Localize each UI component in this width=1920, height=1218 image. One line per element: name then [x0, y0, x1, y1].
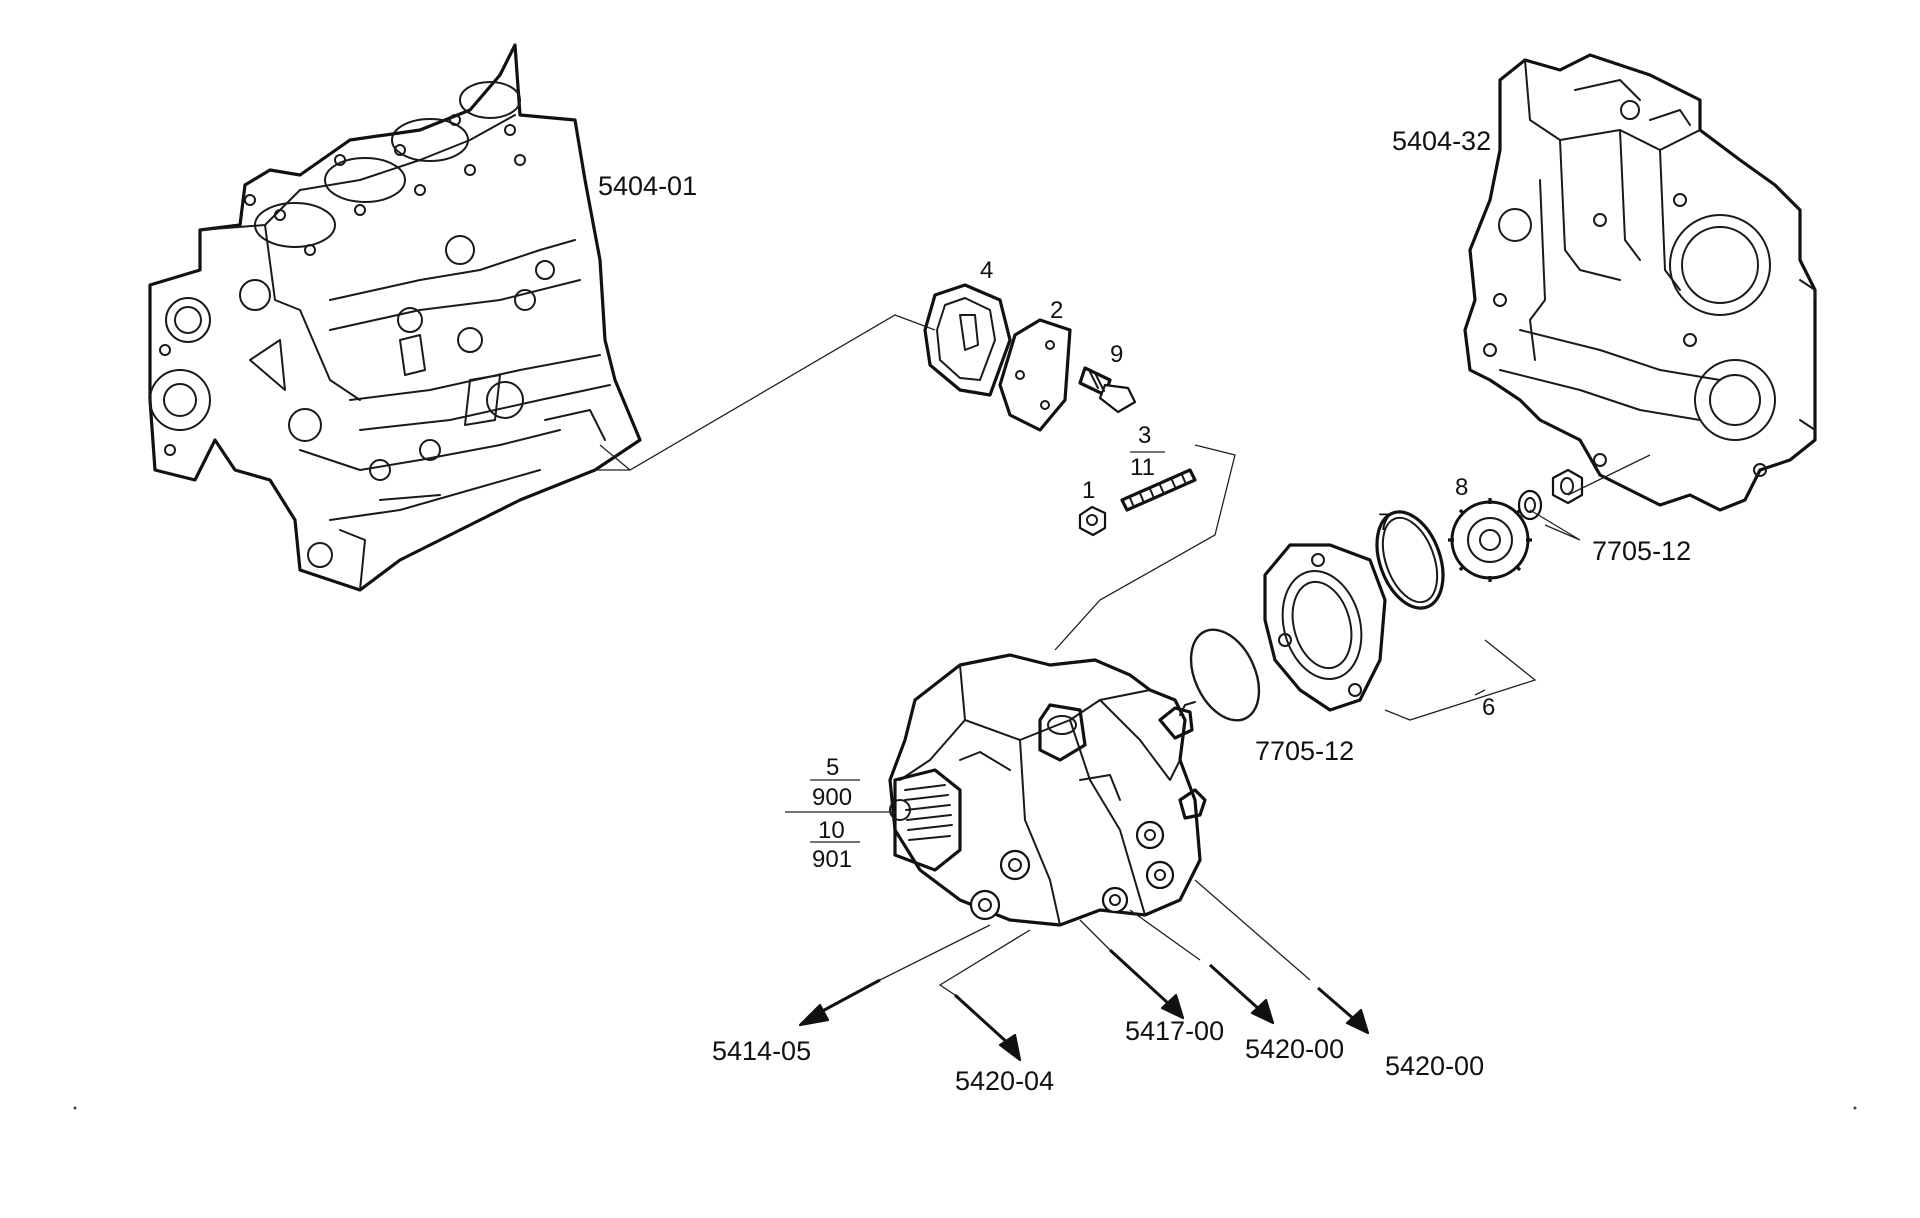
engine-block-drawing	[148, 43, 642, 592]
label-part-4: 4	[980, 257, 993, 284]
label-part-5: 5	[826, 754, 839, 781]
callout-labels: 5404-01 5404-32 4 2 9 3 11 1 7 8 7705-12…	[598, 126, 1691, 1096]
pump-flange-gasket	[1263, 543, 1387, 712]
injection-pump-drawing	[888, 653, 1207, 927]
label-out-5420-00-a: 5420-00	[1245, 1034, 1344, 1064]
seal-ring	[1189, 628, 1261, 722]
label-ref-gear: 7705-12	[1592, 536, 1691, 566]
label-out-5417-00: 5417-00	[1125, 1016, 1224, 1046]
label-part-9: 9	[1110, 341, 1123, 368]
label-part-900: 900	[812, 784, 852, 811]
label-part-10: 10	[818, 817, 845, 844]
gasket-part-4	[923, 283, 1012, 397]
bolt-part-9	[1078, 366, 1137, 414]
label-cover: 5404-32	[1392, 126, 1491, 156]
label-out-5420-00-b: 5420-00	[1385, 1051, 1484, 1081]
label-ref-seal: 7705-12	[1255, 736, 1354, 766]
label-part-7: 7	[1378, 509, 1391, 536]
corner-mark-right	[1853, 1106, 1857, 1110]
output-arrows	[798, 879, 1370, 1062]
stud-part-3	[1120, 468, 1197, 512]
corner-mark-left	[73, 1106, 77, 1110]
label-part-1: 1	[1082, 477, 1095, 504]
gear-part-8	[1448, 498, 1532, 582]
nut-part-1	[1078, 505, 1107, 537]
label-part-8: 8	[1455, 474, 1468, 501]
label-part-6: 6	[1482, 694, 1495, 721]
timing-cover-drawing	[1463, 53, 1817, 512]
leader-lines	[595, 314, 1651, 843]
o-ring-part-7	[1375, 510, 1445, 610]
label-out-5414-05: 5414-05	[712, 1036, 811, 1066]
label-block: 5404-01	[598, 171, 697, 201]
washer-and-nut	[1517, 468, 1584, 521]
label-out-5420-04: 5420-04	[955, 1066, 1054, 1096]
label-part-2: 2	[1050, 297, 1063, 324]
label-part-3: 3	[1138, 422, 1151, 449]
label-part-11: 11	[1130, 454, 1155, 481]
label-part-901: 901	[812, 846, 852, 873]
cover-plate-part-2	[998, 318, 1072, 432]
